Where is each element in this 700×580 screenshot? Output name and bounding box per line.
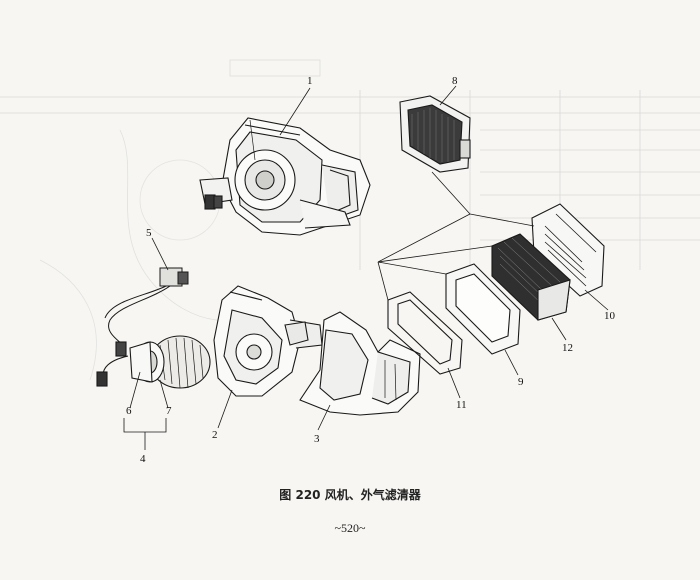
callout-12: 12 bbox=[562, 342, 573, 354]
part-3-intake-case bbox=[284, 311, 421, 416]
part-12-filter-element bbox=[491, 233, 571, 321]
part-1-blower-housing-assembly bbox=[199, 117, 371, 236]
part-5-connector bbox=[104, 267, 189, 347]
part-6-7-blower-motor bbox=[96, 335, 211, 389]
callout-3: 3 bbox=[314, 433, 320, 445]
part-9-filter-frame bbox=[445, 263, 521, 355]
callout-7: 7 bbox=[166, 405, 172, 417]
callout-11: 11 bbox=[456, 399, 467, 411]
leader-lines bbox=[123, 85, 609, 450]
part-11-gasket bbox=[387, 291, 463, 375]
callout-8: 8 bbox=[452, 75, 458, 87]
callout-10: 10 bbox=[604, 310, 615, 322]
callout-6: 6 bbox=[126, 405, 132, 417]
callout-5: 5 bbox=[146, 227, 152, 239]
page-number: ~520~ bbox=[334, 521, 366, 535]
part-2-blower-case bbox=[213, 285, 323, 397]
callout-2: 2 bbox=[212, 429, 218, 441]
figure-caption: 图 220 风机、外气滤清器 bbox=[279, 488, 421, 502]
callout-9: 9 bbox=[518, 376, 524, 388]
part-8-air-filter bbox=[399, 95, 471, 173]
callout-4: 4 bbox=[140, 453, 146, 465]
callout-1: 1 bbox=[307, 75, 313, 87]
